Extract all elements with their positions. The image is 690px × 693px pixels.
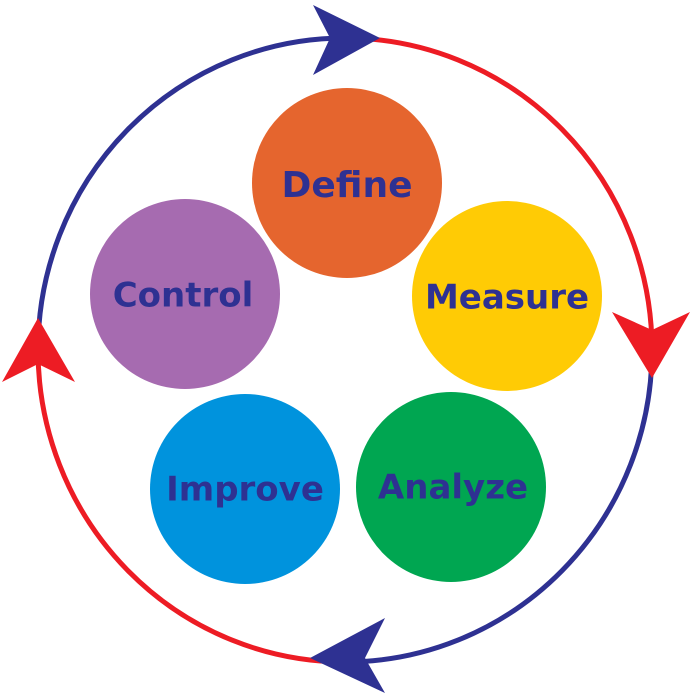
stage-control-label: Control	[113, 276, 254, 316]
arrow-right-icon	[612, 312, 690, 378]
stage-define: Define	[252, 88, 442, 278]
stage-analyze-label: Analyze	[378, 468, 528, 508]
stage-control: Control	[90, 199, 280, 389]
stage-define-label: Define	[281, 165, 412, 206]
cycle-arrows	[2, 5, 690, 693]
stage-measure-circle	[412, 201, 602, 391]
stage-analyze: Analyze	[356, 392, 546, 582]
stage-control-circle	[90, 199, 280, 389]
stage-improve-circle	[150, 394, 340, 584]
stage-measure: Measure	[412, 201, 602, 391]
arrow-top-icon	[313, 5, 380, 75]
stage-measure-label: Measure	[425, 278, 589, 318]
arrow-bottom-icon	[310, 618, 385, 693]
ring-arc-top-right	[344, 35, 655, 351]
ring-arc-bottom-right	[344, 349, 655, 665]
stage-define-circle	[252, 88, 442, 278]
stage-analyze-circle	[356, 392, 546, 582]
stage-improve: Improve	[150, 394, 340, 584]
stage-improve-label: Improve	[166, 470, 324, 510]
ring-arc-top-left	[35, 35, 346, 351]
arrow-left-icon	[2, 318, 75, 382]
ring-arc-bottom-left	[35, 349, 346, 665]
cycle-ring	[35, 35, 655, 665]
